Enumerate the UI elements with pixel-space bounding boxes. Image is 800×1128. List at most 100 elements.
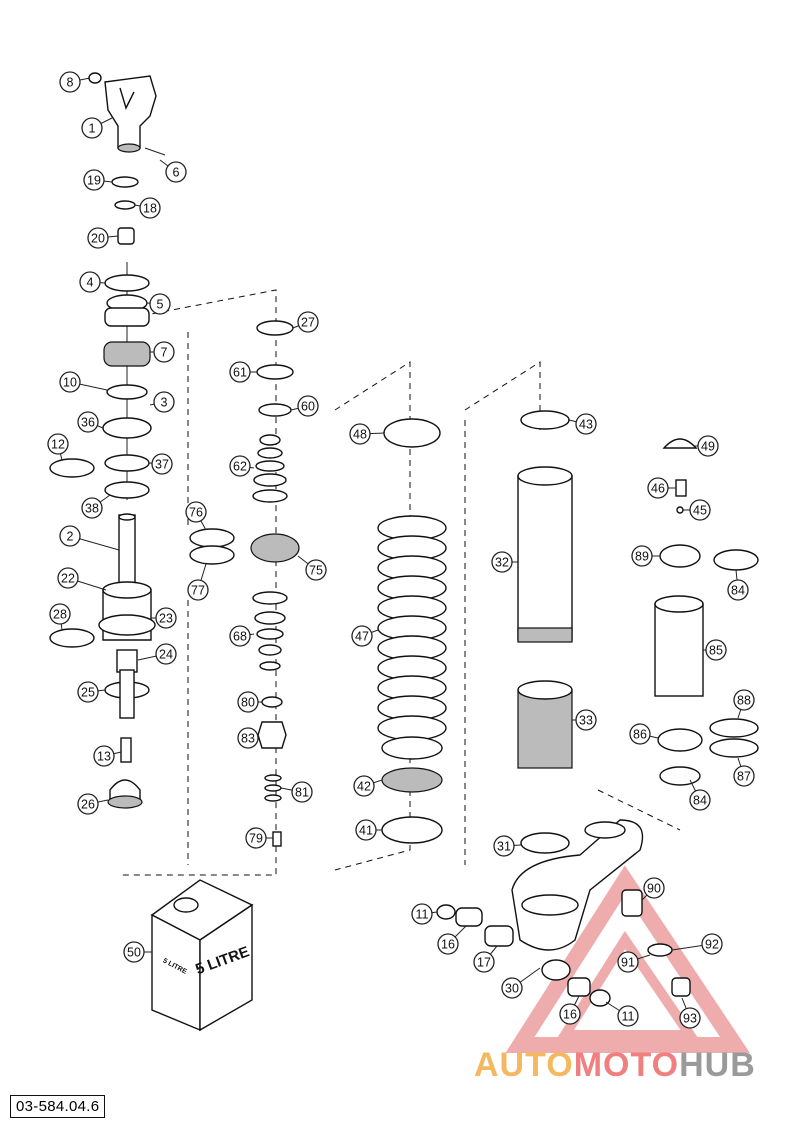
- callout-circle: [93, 745, 115, 767]
- part-rod-upper: [102, 262, 152, 500]
- callout-13: 13: [93, 745, 122, 767]
- callout-circle: [701, 933, 723, 955]
- callout-circle: [81, 117, 103, 139]
- callout-86: 86: [629, 723, 659, 745]
- callout-circle: [59, 525, 81, 547]
- callout-18: 18: [134, 197, 161, 219]
- callout-83: 83: [237, 727, 259, 749]
- callout-circle: [411, 903, 433, 925]
- callout-number: 11: [622, 1010, 635, 1024]
- callout-circle: [351, 625, 373, 647]
- brand-part-3: HUB: [679, 1046, 756, 1084]
- part-clevis-top: [88, 72, 157, 153]
- callout-20: 20: [87, 227, 119, 249]
- callout-number: 18: [143, 202, 157, 216]
- callout-number: 31: [497, 840, 511, 854]
- callout-number: 91: [621, 956, 635, 970]
- callout-38: 38: [81, 494, 111, 519]
- callout-number: 6: [173, 166, 180, 180]
- callout-circle: [155, 643, 177, 665]
- callout-43: 43: [568, 413, 597, 435]
- callout-90: 90: [641, 877, 665, 901]
- callout-number: 77: [191, 584, 205, 598]
- callout-circle: [187, 579, 209, 601]
- callout-circle: [139, 197, 161, 219]
- callout-circle: [689, 499, 711, 521]
- callout-number: 3: [161, 396, 168, 410]
- part-shim-stack: [250, 320, 300, 847]
- callout-circle: [59, 71, 81, 93]
- callout-number: 92: [705, 938, 719, 952]
- callout-89: 89: [631, 545, 660, 567]
- callout-16: 16: [559, 995, 581, 1025]
- callout-number: 7: [161, 346, 168, 360]
- callout-76: 76: [185, 501, 207, 531]
- callout-circle: [185, 501, 207, 523]
- callout-62: 62: [229, 455, 255, 477]
- callout-22: 22: [57, 567, 107, 591]
- callout-1: 1: [81, 117, 113, 139]
- callout-circle: [47, 433, 69, 455]
- callout-12: 12: [47, 433, 69, 461]
- callout-circle: [705, 639, 727, 661]
- callout-26: 26: [77, 793, 109, 815]
- callout-84: 84: [689, 779, 711, 811]
- callout-circle: [151, 453, 173, 475]
- callout-number: 90: [647, 882, 661, 896]
- callout-number: 79: [249, 832, 263, 846]
- callout-circle: [87, 227, 109, 249]
- callout-circle: [49, 603, 71, 625]
- callout-61: 61: [229, 361, 257, 383]
- callout-7: 7: [150, 341, 175, 363]
- callout-85: 85: [703, 639, 727, 661]
- callout-19: 19: [83, 169, 113, 191]
- callout-31: 31: [493, 835, 522, 857]
- callout-6: 6: [159, 159, 187, 183]
- callout-24: 24: [137, 643, 177, 665]
- callout-27: 27: [292, 311, 319, 333]
- callout-circle: [733, 765, 755, 787]
- callout-number: 12: [51, 438, 65, 452]
- callout-number: 85: [709, 644, 723, 658]
- callout-circle: [631, 545, 653, 567]
- callout-41: 41: [355, 819, 382, 841]
- callout-circle: [355, 819, 377, 841]
- callout-number: 28: [53, 608, 67, 622]
- callout-75: 75: [297, 555, 327, 581]
- callout-circle: [77, 681, 99, 703]
- callout-circle: [629, 723, 651, 745]
- callout-number: 83: [241, 732, 255, 746]
- watermark-triangle: [505, 865, 750, 1053]
- callout-80: 80: [237, 691, 262, 713]
- part-fittings: [436, 889, 691, 1007]
- callout-circle: [59, 371, 81, 393]
- callout-92: 92: [671, 933, 723, 955]
- callout-circle: [689, 789, 711, 811]
- callout-number: 75: [309, 564, 323, 578]
- callout-number: 30: [505, 982, 519, 996]
- callout-circle: [733, 689, 755, 711]
- callout-circle: [473, 951, 495, 973]
- callout-42: 42: [353, 775, 383, 797]
- callout-circle: [353, 775, 375, 797]
- callout-46: 46: [647, 477, 676, 499]
- callout-23: 23: [151, 607, 177, 629]
- callout-circle: [493, 835, 515, 857]
- callout-circle: [679, 1007, 701, 1029]
- callout-number: 46: [651, 482, 665, 496]
- callout-circle: [153, 341, 175, 363]
- callout-circle: [245, 827, 267, 849]
- callout-circle: [559, 1003, 581, 1025]
- callout-81: 81: [280, 781, 313, 803]
- callout-number: 68: [233, 630, 247, 644]
- callout-number: 42: [357, 780, 371, 794]
- callout-circle: [229, 625, 251, 647]
- callout-17: 17: [473, 945, 498, 973]
- callout-number: 88: [737, 694, 751, 708]
- callout-number: 48: [353, 428, 367, 442]
- callout-number: 43: [579, 418, 593, 432]
- callout-number: 1: [89, 122, 96, 136]
- callout-79: 79: [245, 827, 273, 849]
- callout-circle: [697, 435, 719, 457]
